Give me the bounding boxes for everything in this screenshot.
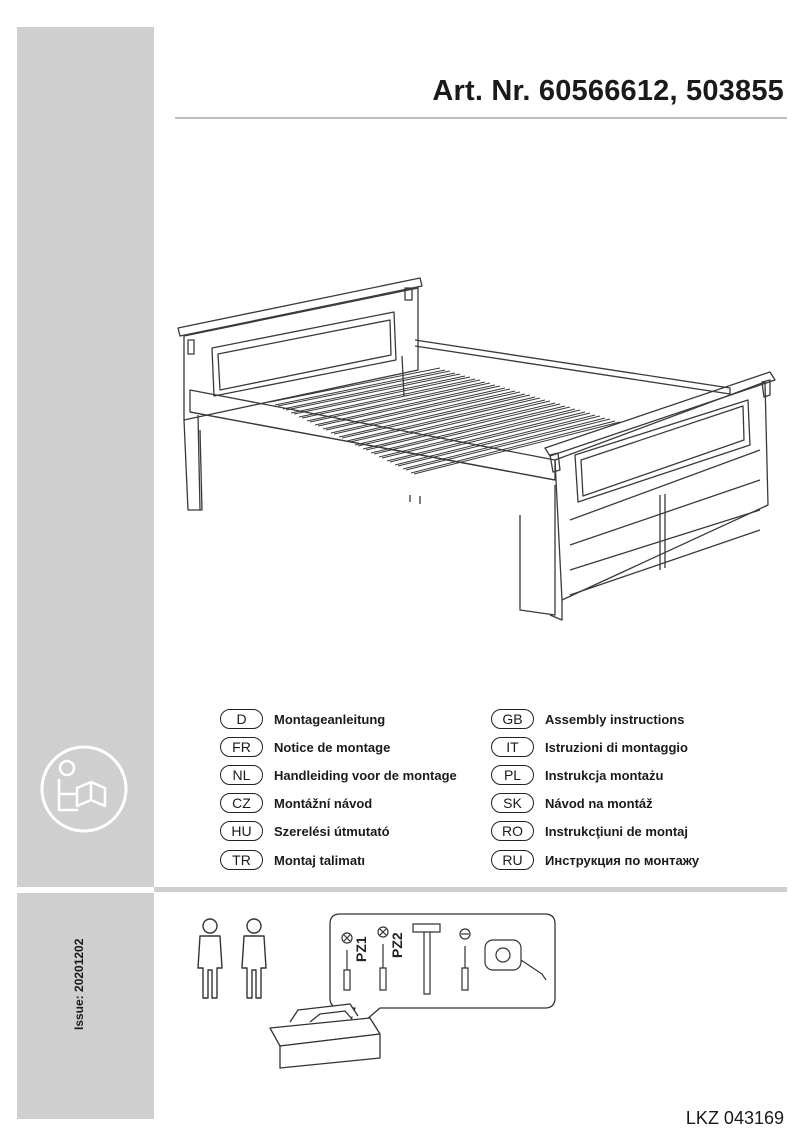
lang-label: Instrukcţiuni de montaj — [545, 823, 689, 839]
lang-label: Montaj talimatı — [274, 852, 366, 868]
lang-row: CZ Montážní návod — [220, 793, 372, 813]
lang-row: HU Szerelési útmutató — [220, 821, 390, 841]
lang-code-badge: FR — [220, 737, 263, 757]
lang-code-badge: D — [220, 709, 263, 729]
lang-row: RU Инструкция по монтажу — [491, 850, 699, 870]
lang-label: Szerelési útmutató — [274, 823, 390, 839]
header-divider — [175, 117, 787, 119]
read-manual-icon — [40, 745, 128, 833]
lang-row: SK Návod na montáž — [491, 793, 653, 813]
lang-code-badge: IT — [491, 737, 534, 757]
lang-code-badge: NL — [220, 765, 263, 785]
lang-label: Instrukcja montażu — [545, 767, 664, 783]
lang-row: IT Istruzioni di montaggio — [491, 737, 688, 757]
issue-date: Issue: 20201202 — [72, 938, 86, 1030]
lang-code-badge: RU — [491, 850, 534, 870]
lang-code-badge: HU — [220, 821, 263, 841]
lang-label: Handleiding voor de montage — [274, 767, 457, 783]
lang-label: Istruzioni di montaggio — [545, 739, 688, 755]
pz1-label: PZ1 — [353, 936, 369, 962]
lang-code-badge: RO — [491, 821, 534, 841]
lang-row: RO Instrukcţiuni de montaj — [491, 821, 688, 841]
tools-callout: PZ1 PZ2 — [269, 913, 556, 1069]
two-persons-icon — [197, 918, 267, 999]
page-title: Art. Nr. 60566612, 503855 — [432, 75, 784, 107]
bed-illustration — [177, 277, 776, 621]
section-divider — [154, 887, 787, 892]
lang-row: FR Notice de montage — [220, 737, 390, 757]
lang-label: Montážní návod — [274, 795, 373, 811]
lang-row: TR Montaj talimatı — [220, 850, 365, 870]
sidebar-panel-bottom — [17, 893, 154, 1119]
lang-label: Montageanleitung — [274, 711, 386, 727]
pz2-label: PZ2 — [389, 932, 405, 958]
lang-row: GB Assembly instructions — [491, 709, 684, 729]
lang-row: D Montageanleitung — [220, 709, 385, 729]
lang-label: Notice de montage — [274, 739, 391, 755]
sidebar-panel-top — [17, 27, 154, 887]
lang-row: NL Handleiding voor de montage — [220, 765, 457, 785]
lang-code-badge: SK — [491, 793, 534, 813]
lkz-code: LKZ 043169 — [685, 1108, 784, 1128]
lang-code-badge: GB — [491, 709, 534, 729]
lang-row: PL Instrukcja montażu — [491, 765, 663, 785]
lang-code-badge: PL — [491, 765, 534, 785]
lang-code-badge: TR — [220, 850, 263, 870]
lang-label: Инструкция по монтажу — [545, 852, 700, 868]
lang-code-badge: CZ — [220, 793, 263, 813]
lang-label: Assembly instructions — [545, 711, 685, 727]
lang-label: Návod na montáž — [545, 795, 653, 811]
